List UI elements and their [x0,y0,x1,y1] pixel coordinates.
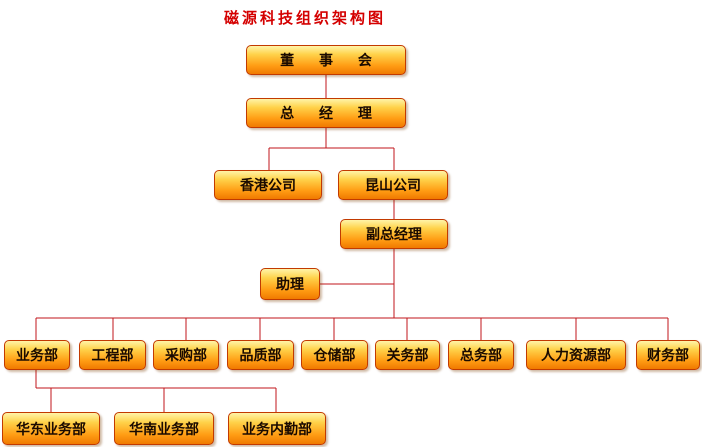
chart-title: 磁源科技组织架构图 [224,9,387,27]
node-dept-quality: 品质部 [227,340,294,370]
node-south-china-sales: 华南业务部 [114,412,214,445]
node-kunshan-company: 昆山公司 [338,170,448,200]
node-dept-general-affairs: 总务部 [448,340,514,370]
node-dept-engineering: 工程部 [79,340,146,370]
node-general-manager: 总 经 理 [246,98,406,128]
node-dept-warehouse: 仓储部 [301,340,368,370]
node-assistant: 助理 [260,268,320,300]
node-dept-sales: 业务部 [4,340,70,370]
node-east-china-sales: 华东业务部 [2,412,100,445]
node-dept-purchasing: 采购部 [153,340,219,370]
node-dept-finance: 财务部 [636,340,700,370]
node-dept-customs: 关务部 [375,340,440,370]
node-dept-human-resources: 人力资源部 [526,340,626,370]
node-vice-general-manager: 副总经理 [340,219,448,249]
node-hongkong-company: 香港公司 [214,170,322,200]
node-board: 董 事 会 [246,45,406,75]
node-sales-admin: 业务内勤部 [228,412,326,445]
